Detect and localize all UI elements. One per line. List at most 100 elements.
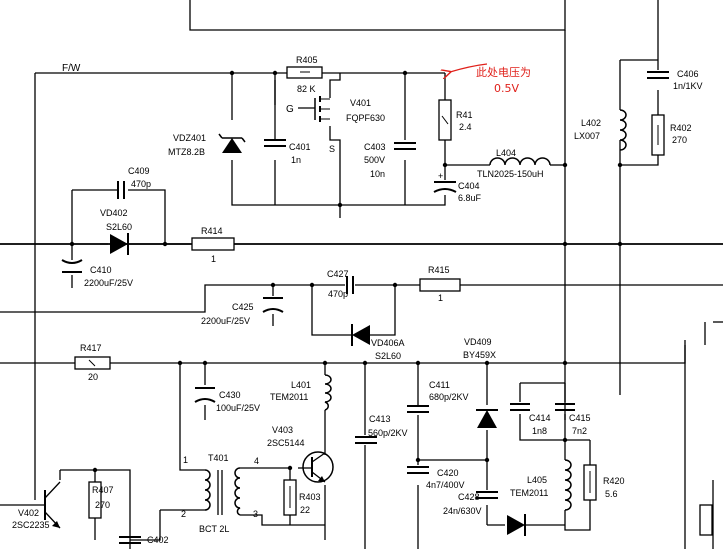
capacitor-c409: C409 470p bbox=[117, 166, 151, 199]
right-edge-symbol bbox=[699, 504, 713, 536]
v402-value: 2SC2235 bbox=[12, 520, 50, 530]
c404-value: 6.8uF bbox=[458, 193, 482, 203]
r415-ref: R415 bbox=[428, 265, 450, 275]
c403-ref: C403 bbox=[364, 142, 386, 152]
c420-value: 4n7/400V bbox=[426, 480, 465, 490]
resistor-r402: R402 270 bbox=[651, 114, 692, 156]
capacitor-c420: C420 4n7/400V bbox=[407, 466, 465, 490]
resistor-r407: R407 270 bbox=[88, 481, 114, 519]
c411-value: 680p/2KV bbox=[429, 392, 469, 402]
l401-value: TEM2011 bbox=[270, 392, 308, 402]
c411-ref: C411 bbox=[429, 380, 450, 390]
capacitor-c404: + C404 6.8uF bbox=[433, 171, 482, 203]
l401-ref: L401 bbox=[291, 380, 311, 390]
v402-ref: V402 bbox=[18, 508, 39, 518]
c430-value: 100uF/25V bbox=[216, 403, 260, 413]
c425-ref: C425 bbox=[232, 302, 254, 312]
c428-value: 24n/630V bbox=[443, 506, 482, 516]
svg-text:+: + bbox=[438, 171, 443, 181]
t401-ref: T401 bbox=[208, 453, 229, 463]
v401-ref: V401 bbox=[350, 98, 371, 108]
c425-value: 2200uF/25V bbox=[201, 316, 250, 326]
vdz401-value: MTZ8.2B bbox=[168, 147, 205, 157]
c403-value2: 10n bbox=[370, 169, 385, 179]
r414-value: 1 bbox=[211, 254, 216, 264]
capacitor-c415: C415 7n2 bbox=[555, 403, 591, 436]
vd409-ref: VD409 bbox=[464, 337, 492, 347]
capacitor-c410: C410 2200uF/25V bbox=[61, 259, 133, 288]
capacitor-c427: C427 470p bbox=[327, 269, 354, 299]
vd409-value: BY459X bbox=[463, 350, 496, 360]
net-label-s: S bbox=[329, 144, 335, 154]
c415-value: 7n2 bbox=[572, 426, 587, 436]
vd406a-value: S2L60 bbox=[375, 351, 401, 361]
vdz401-ref: VDZ401 bbox=[173, 133, 206, 143]
c401-value: 1n bbox=[291, 155, 301, 165]
l405-ref: L405 bbox=[527, 475, 547, 485]
r405-value: 82 K bbox=[297, 84, 316, 94]
l402-ref: L402 bbox=[581, 118, 601, 128]
capacitor-c428: C428 24n/630V bbox=[443, 491, 498, 516]
c414-ref: C414 bbox=[529, 413, 551, 423]
r420-ref: R420 bbox=[603, 476, 625, 486]
r417-ref: R417 bbox=[80, 343, 102, 353]
capacitor-c406: C406 1n/1KV bbox=[647, 69, 703, 91]
r403-value: 22 bbox=[300, 505, 310, 515]
r417-value: 20 bbox=[88, 372, 98, 382]
c410-value: 2200uF/25V bbox=[84, 278, 133, 288]
capacitor-c425: C425 2200uF/25V bbox=[201, 297, 284, 326]
capacitor-c401: C401 1n bbox=[264, 139, 311, 165]
v403-ref: V403 bbox=[272, 425, 293, 435]
capacitor-c411: C411 680p/2KV bbox=[407, 380, 469, 413]
r412-value: 2.4 bbox=[459, 122, 472, 132]
resistor-r403: R403 22 bbox=[283, 479, 321, 516]
r405-ref: R405 bbox=[296, 55, 318, 65]
c401-ref: C401 bbox=[289, 142, 311, 152]
c415-ref: C415 bbox=[569, 413, 591, 423]
resistor-r405: R405 82 K bbox=[286, 55, 323, 94]
r407-ref: R407 bbox=[92, 485, 114, 495]
mosfet-v401: G V401 FQPF630 S bbox=[286, 96, 385, 154]
inductor-l401: L401 TEM2011 bbox=[270, 374, 332, 411]
net-label-fw: F/W bbox=[62, 63, 81, 74]
c402-ref: C402 bbox=[147, 535, 169, 545]
l404-value: TLN2025-150uH bbox=[477, 169, 544, 179]
resistor-r415: R415 1 bbox=[419, 265, 461, 303]
c428-ref: C428 bbox=[458, 492, 480, 502]
r415-value: 1 bbox=[438, 293, 443, 303]
inductor-l404: L404 TLN2025-150uH bbox=[477, 148, 551, 179]
c413-value: 560p/2KV bbox=[368, 428, 408, 438]
t401-pin2: 2 bbox=[181, 509, 186, 519]
vd402-ref: VD402 bbox=[100, 208, 128, 218]
r414-ref: R414 bbox=[201, 226, 223, 236]
voltage-annotation: 此处电压为 0.5V bbox=[450, 63, 531, 95]
capacitor-c414: C414 1n8 bbox=[510, 403, 551, 436]
r407-value: 270 bbox=[95, 500, 110, 510]
capacitor-c402: C402 bbox=[119, 535, 169, 545]
v401-value: FQPF630 bbox=[346, 113, 385, 123]
t401-value: BCT 2L bbox=[199, 524, 229, 534]
c409-value: 470p bbox=[131, 179, 151, 189]
annotation-text: 此处电压为 bbox=[476, 66, 531, 79]
zener-vdz401: VDZ401 MTZ8.2B bbox=[168, 133, 246, 157]
r402-value: 270 bbox=[672, 135, 687, 145]
r402-ref: R402 bbox=[670, 123, 692, 133]
resistor-r420: R420 5.6 bbox=[583, 464, 625, 501]
r412-ref: R41 bbox=[456, 110, 473, 120]
c430-ref: C430 bbox=[219, 390, 241, 400]
c427-ref: C427 bbox=[327, 269, 349, 279]
c413-ref: C413 bbox=[369, 414, 391, 424]
capacitor-c430: C430 100uF/25V bbox=[194, 387, 260, 413]
vd406a-ref: VD406A bbox=[371, 338, 405, 348]
v403-value: 2SC5144 bbox=[267, 438, 305, 448]
c420-ref: C420 bbox=[437, 468, 459, 478]
c409-ref: C409 bbox=[128, 166, 150, 176]
diode-vd406a: VD406A S2L60 bbox=[351, 324, 405, 361]
c403-value1: 500V bbox=[364, 155, 385, 165]
capacitor-c403: C403 500V 10n bbox=[364, 142, 416, 179]
l402-value: LX007 bbox=[574, 131, 600, 141]
c406-value: 1n/1KV bbox=[673, 81, 703, 91]
t401-pin1: 1 bbox=[183, 455, 188, 465]
transistor-v402: V402 2SC2235 bbox=[12, 481, 61, 530]
